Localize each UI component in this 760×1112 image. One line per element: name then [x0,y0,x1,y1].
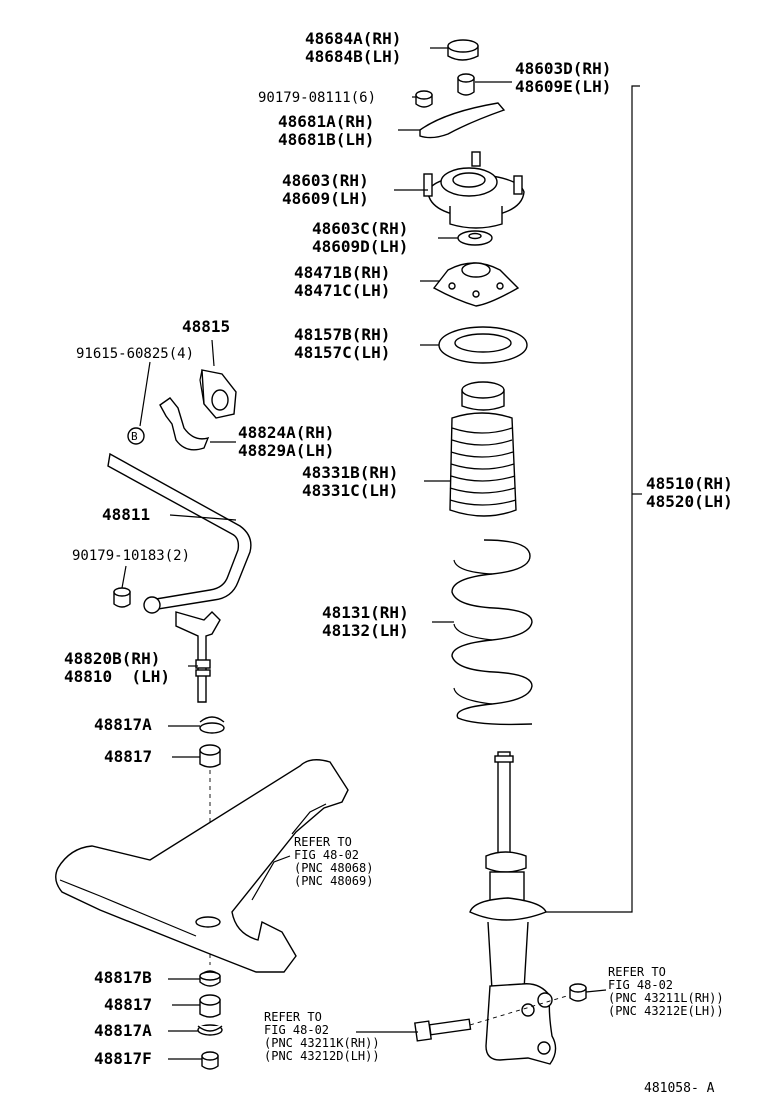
label-48603-rh: 48603(RH) [282,171,369,190]
label-48817a-upper: 48817A [94,715,152,734]
bracket-48824[interactable] [159,397,210,451]
label-48157c: 48157C(LH) [294,343,391,362]
label-48829a: 48829A(LH) [238,441,335,460]
ref-arm-line2: FIG 48-02 [294,848,360,862]
bolt-axis-line [469,994,571,1026]
label-48603d: 48603D(RH)48609E(LH) [515,60,611,96]
nut-90179-10183[interactable] [113,587,131,608]
nut-48603d[interactable] [457,73,475,96]
shock-absorber-48510[interactable] [469,751,557,1065]
label-48471c: 48471C(LH) [294,281,391,300]
label-48811: 48811 [102,505,151,524]
nut-48817f[interactable] [201,1051,219,1070]
nut-90179-08111[interactable] [415,90,433,108]
label-48603d-rh: 48603D(RH) [515,59,612,78]
label-48681: 48681A(RH)48681B(LH) [278,113,374,149]
bellows-48331[interactable] [449,381,517,517]
spring-48131[interactable] [451,539,533,726]
label-48681b: 48681B(LH) [278,130,375,149]
bar-eye [143,596,161,614]
label-48609e-lh: 48609E(LH) [515,77,612,96]
stabilizer-bar-48811[interactable] [107,452,252,611]
label-48331: 48331B(RH)48331C(LH) [302,464,398,500]
label-48815: 48815 [182,317,231,336]
ref-bolt-line3: (PNC 43211K(RH)) [264,1036,380,1050]
figure-code: 481058- A [644,1081,715,1096]
support-48603[interactable] [423,151,525,229]
insulator-48157[interactable] [438,326,528,364]
lower-arm-edge [59,803,327,937]
label-48817-upper: 48817 [104,747,153,766]
ref-nut-line2: FIG 48-02 [608,978,674,992]
label-91615-60825: 91615-60825(4) [76,346,195,362]
label-48824: 48824A(RH)48829A(LH) [238,424,334,460]
label-48817f: 48817F [94,1049,152,1068]
nut-43211l[interactable] [569,983,587,1002]
cap-48684[interactable] [447,39,479,61]
ref-nut-line4: (PNC 43212E(LH)) [608,1004,724,1018]
plate-48681[interactable] [419,102,506,139]
bushing-48817b[interactable] [199,970,221,987]
leader-lines [121,47,642,1060]
label-48510-rh: 48510(RH) [646,474,733,493]
label-48603c-rh: 48603C(RH) [312,219,409,238]
label-48820b: 48820B(RH) [64,649,161,668]
link-48820[interactable] [175,611,221,703]
label-48132-lh: 48132(LH) [322,621,409,640]
label-90179-10183: 90179-10183(2) [72,548,191,564]
label-48131-rh: 48131(RH) [322,603,409,622]
label-48810: 48810 (LH) [64,667,170,686]
washer-48603c[interactable] [457,230,493,246]
ref-nut-line1: REFER TO [608,965,666,979]
label-48684b: 48684B(LH) [305,47,402,66]
label-90179-08111: 90179-08111(6) [258,90,377,106]
ref-bolt-line2: FIG 48-02 [264,1023,330,1037]
label-48520-lh: 48520(LH) [646,492,733,511]
label-48820: 48820B(RH)48810 (LH) [64,650,170,686]
label-48824a: 48824A(RH) [238,423,335,442]
bearing-48471[interactable] [432,262,520,307]
label-48471: 48471B(RH)48471C(LH) [294,264,390,300]
label-48681a: 48681A(RH) [278,112,375,131]
arm-hole [195,916,221,928]
label-48157: 48157B(RH)48157C(LH) [294,326,390,362]
ref-arm-line3: (PNC 48068) [294,861,374,875]
label-48331c: 48331C(LH) [302,481,399,500]
bushing-48817a-upper[interactable] [199,716,225,734]
label-48817b: 48817B [94,968,152,987]
label-48609d-lh: 48609D(LH) [312,237,409,256]
ref-bolt-line4: (PNC 43212D(LH)) [264,1049,380,1063]
symbol-b: B [131,430,138,443]
bushing-48817-lower[interactable] [199,994,221,1018]
label-48817a-lower: 48817A [94,1021,152,1040]
lower-arm-48068[interactable] [55,759,349,973]
label-48817-lower: 48817 [104,995,153,1014]
label-48603c: 48603C(RH)48609D(LH) [312,220,408,256]
label-48603: 48603(RH)48609(LH) [282,172,369,208]
bushing-48815[interactable] [199,369,237,419]
label-48510: 48510(RH)48520(LH) [646,475,733,511]
ref-bolt-line1: REFER TO [264,1010,322,1024]
label-48331b: 48331B(RH) [302,463,399,482]
label-48471b: 48471B(RH) [294,263,391,282]
bushing-48817-upper[interactable] [199,744,221,768]
label-48684a: 48684A(RH) [305,29,402,48]
bolt-43211k[interactable] [414,1018,472,1042]
label-48157b: 48157B(RH) [294,325,391,344]
ref-arm-line1: REFER TO [294,835,352,849]
ref-nut-line3: (PNC 43211L(RH)) [608,991,724,1005]
symbol-b-circle [127,427,145,445]
label-48609-lh: 48609(LH) [282,189,369,208]
bushing-48817a-lower[interactable] [197,1024,223,1036]
ref-arm-line4: (PNC 48069) [294,874,374,888]
label-48131: 48131(RH)48132(LH) [322,604,409,640]
label-48684: 48684A(RH)48684B(LH) [305,30,401,66]
